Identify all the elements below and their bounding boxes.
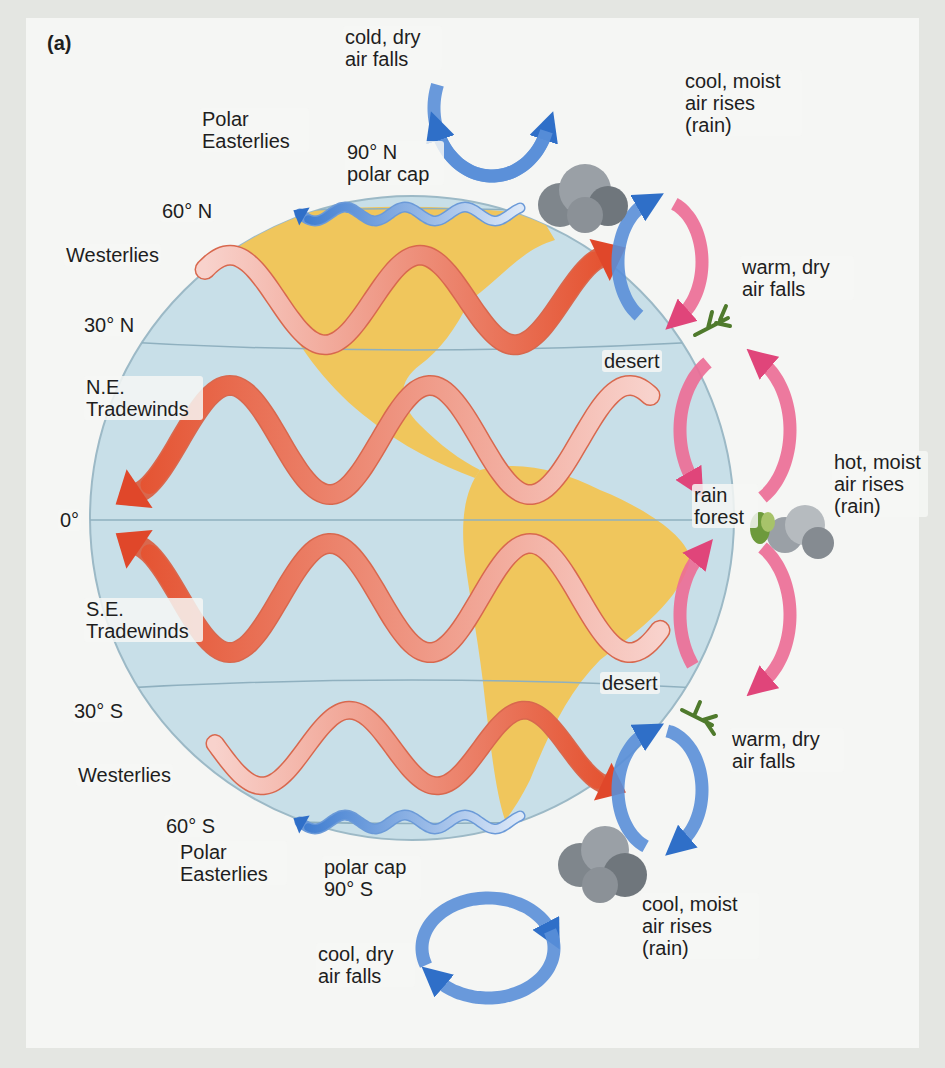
ribbon-edge xyxy=(215,710,612,786)
westerlies-north xyxy=(205,239,626,345)
ferrel-cell-arc xyxy=(618,734,646,847)
wind-name: Polar Easterlies xyxy=(178,841,287,885)
latitude-label: polar cap 90° S xyxy=(322,856,421,900)
rain-cloud xyxy=(767,505,834,559)
hadley-cell-arc xyxy=(680,555,700,665)
rain-cloud xyxy=(558,826,647,903)
westerlies-south xyxy=(215,710,626,800)
polar-cell-arc xyxy=(437,131,546,176)
rain-cloud xyxy=(538,164,628,233)
wind-name: S.E. Tradewinds xyxy=(84,598,203,642)
ribbon-edge xyxy=(205,255,610,345)
desert-plant xyxy=(682,702,716,734)
hadley-cell-arc xyxy=(763,547,791,682)
wind-name: Polar Easterlies xyxy=(200,108,309,152)
ribbon-edge xyxy=(130,543,660,653)
wind-name: N.E. Tradewinds xyxy=(84,376,203,420)
process-note: warm, dry air falls xyxy=(740,256,854,300)
polar-cell-arc xyxy=(422,898,550,965)
polar-cell-arc xyxy=(437,931,554,998)
latitude-label: 30° S xyxy=(72,700,125,722)
wind-name: Westerlies xyxy=(76,764,173,786)
wind-name: Westerlies xyxy=(64,244,161,266)
latitude-label: 60° S xyxy=(164,815,217,837)
arrowhead xyxy=(116,469,153,508)
latitude-label: 30° N xyxy=(82,314,136,336)
ribbon-body xyxy=(215,710,597,786)
latitude-label: 0° xyxy=(58,509,81,531)
process-note: cool, dry air falls xyxy=(316,943,415,987)
hadley-cell-arc xyxy=(763,362,791,497)
arrowhead xyxy=(116,530,153,569)
ferrel-cell-arc xyxy=(667,731,702,842)
circulation-cells xyxy=(422,85,790,998)
process-note: warm, dry air falls xyxy=(730,728,844,772)
ferrel-cell-arc xyxy=(618,204,646,316)
panel-letter: (a) xyxy=(45,32,73,54)
ferrel-cell-arc xyxy=(674,204,702,316)
arrowhead xyxy=(293,816,309,834)
process-note: cool, moist air rises (rain) xyxy=(683,70,802,136)
process-note: cold, dry air falls xyxy=(343,26,442,70)
process-note: cool, moist air rises (rain) xyxy=(640,893,759,959)
ribbon-body xyxy=(308,207,520,221)
latitude-label: 90° N polar cap xyxy=(345,141,444,185)
wind-ribbons xyxy=(116,207,660,833)
ribbon-body xyxy=(205,255,595,345)
ribbon-body xyxy=(150,543,660,652)
polar-easterlies-north xyxy=(293,207,520,225)
ribbon-edge xyxy=(300,815,520,829)
ribbon-body xyxy=(150,385,651,494)
polar-cell-arc xyxy=(434,85,547,176)
arrowhead xyxy=(293,208,309,226)
climate-label: desert xyxy=(600,672,660,694)
climate-label: desert xyxy=(602,350,662,372)
latitude-label: 60° N xyxy=(160,200,214,222)
desert-plant xyxy=(695,306,730,335)
ribbon-edge xyxy=(130,385,650,495)
hadley-cell-arc xyxy=(680,362,708,480)
polar-easterlies-south xyxy=(293,815,520,833)
ribbon-edge xyxy=(300,207,520,221)
panel xyxy=(26,18,919,1048)
climate-label: rain forest xyxy=(692,484,758,528)
ribbon-body xyxy=(308,815,520,829)
process-note: hot, moist air rises (rain) xyxy=(832,451,928,517)
